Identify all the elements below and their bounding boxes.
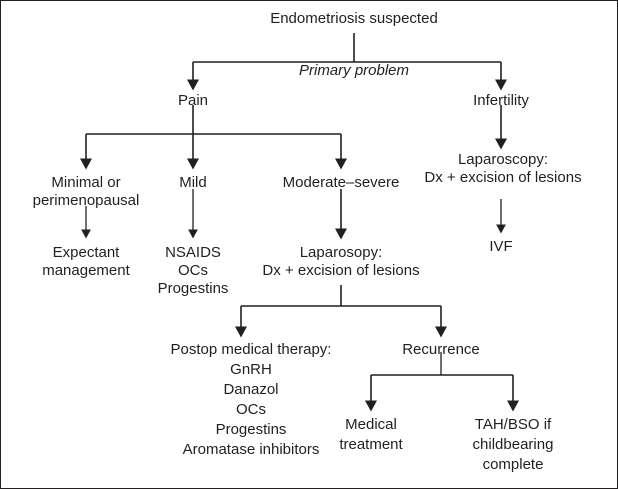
node-tah-bso-line-0: TAH/BSO if <box>475 416 552 433</box>
node-expectant-management: Expectant management <box>42 244 130 279</box>
node-root: Endometriosis suspected <box>270 10 438 27</box>
node-moderate-line-0: Moderate–severe <box>283 174 400 191</box>
node-mild-medications: NSAIDS OCs Progestins <box>158 244 229 297</box>
node-laparosopy-pain-line-1: Dx + excision of lesions <box>262 262 419 279</box>
node-minimal-perimenopausal: Minimal or perimenopausal <box>33 174 140 209</box>
node-laparosopy-pain-line-0: Laparosopy: <box>300 244 383 261</box>
node-mild-meds-line-0: NSAIDS <box>165 244 221 261</box>
node-postop-line-5: Aromatase inhibitors <box>183 441 320 458</box>
node-tah-bso-line-2: complete <box>483 456 544 473</box>
node-moderate-severe: Moderate–severe <box>283 174 400 191</box>
node-postop-medical-therapy: Postop medical therapy: GnRH Danazol OCs… <box>171 341 332 458</box>
node-expectant-line-1: management <box>42 262 130 279</box>
node-root-line-0: Endometriosis suspected <box>270 10 438 27</box>
node-mild-meds-line-1: OCs <box>178 262 208 279</box>
node-postop-line-4: Progestins <box>216 421 287 438</box>
node-laparoscopy-infertility-line-0: Laparoscopy: <box>458 151 548 168</box>
node-tah-bso: TAH/BSO if childbearing complete <box>473 416 554 473</box>
node-laparosopy-pain: Laparosopy: Dx + excision of lesions <box>262 244 419 279</box>
node-pain: Pain <box>178 92 208 109</box>
node-postop-line-3: OCs <box>236 401 266 418</box>
node-pain-line-0: Pain <box>178 92 208 109</box>
node-laparoscopy-infertility: Laparoscopy: Dx + excision of lesions <box>424 151 581 186</box>
node-branch-label-line-0: Primary problem <box>299 62 409 79</box>
node-minimal-line-0: Minimal or <box>51 174 120 191</box>
node-ivf-line-0: IVF <box>489 238 512 255</box>
node-postop-line-1: GnRH <box>230 361 272 378</box>
node-mild-line-0: Mild <box>179 174 207 191</box>
node-mild-meds-line-2: Progestins <box>158 280 229 297</box>
node-postop-line-0: Postop medical therapy: <box>171 341 332 358</box>
node-recurrence: Recurrence <box>402 341 480 358</box>
node-infertility: Infertility <box>473 92 529 109</box>
node-recurrence-line-0: Recurrence <box>402 341 480 358</box>
node-medical-treatment-line-0: Medical <box>345 416 397 433</box>
node-postop-line-2: Danazol <box>223 381 278 398</box>
node-ivf: IVF <box>489 238 512 255</box>
node-mild: Mild <box>179 174 207 191</box>
node-medical-treatment-line-1: treatment <box>339 436 403 453</box>
node-branch-label: Primary problem <box>299 62 409 79</box>
node-laparoscopy-infertility-line-1: Dx + excision of lesions <box>424 169 581 186</box>
node-infertility-line-0: Infertility <box>473 92 529 109</box>
node-tah-bso-line-1: childbearing <box>473 436 554 453</box>
node-minimal-line-1: perimenopausal <box>33 192 140 209</box>
node-expectant-line-0: Expectant <box>53 244 121 261</box>
node-medical-treatment: Medical treatment <box>339 416 403 453</box>
